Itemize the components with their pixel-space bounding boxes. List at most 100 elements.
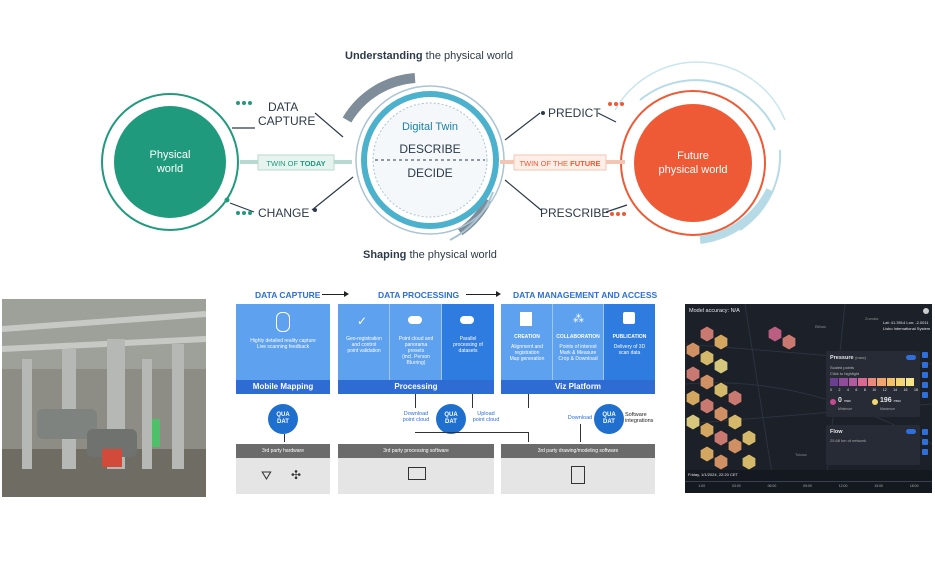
time-ticks: 1:00 03:00 06:00 09:00 12:00 15:00 18:00 bbox=[698, 484, 919, 488]
timestamp: Friday, 1/1/2024, 22:20 CET bbox=[688, 472, 738, 477]
pressure-scale[interactable] bbox=[830, 378, 914, 386]
min-value: 0 mwc bbox=[838, 397, 852, 404]
svg-text:world: world bbox=[156, 163, 183, 175]
pressure-hexagon[interactable] bbox=[727, 437, 743, 455]
processing-bar: Processing bbox=[338, 380, 494, 394]
viz-col-3-text: Delivery of 3D scan data bbox=[613, 344, 646, 356]
pressure-hexagon[interactable] bbox=[699, 349, 715, 367]
viz-col-2-text: Points of interest Mark & Measure Crop &… bbox=[558, 344, 598, 362]
digital-twin-core: Digital Twin DESCRIBE DECIDE bbox=[342, 73, 505, 241]
svg-text:Physical: Physical bbox=[150, 149, 191, 161]
pressure-hexagon[interactable] bbox=[699, 397, 715, 415]
describe-label: DESCRIBE bbox=[399, 142, 460, 156]
viz-col-1-title: CREATION bbox=[514, 334, 540, 340]
download-point-cloud-note: Download point cloud bbox=[402, 411, 430, 423]
proc-col-2: Point cloud and panorama presets (incl. … bbox=[398, 336, 434, 366]
pressure-hexagon[interactable] bbox=[713, 333, 729, 351]
pressure-hexagon[interactable] bbox=[699, 445, 715, 463]
center-title: Digital Twin bbox=[402, 121, 458, 133]
cloud-process-icon bbox=[460, 316, 474, 324]
pressure-hexagon[interactable] bbox=[713, 357, 729, 375]
physical-world-circle: Physical world bbox=[101, 93, 239, 231]
pressure-hexagon[interactable] bbox=[699, 373, 715, 391]
twin-of-today-label: TWIN OF TODAY bbox=[240, 154, 352, 171]
third-party-processing-bar: 3rd party processing software bbox=[338, 444, 494, 458]
pressure-hexagon[interactable] bbox=[713, 429, 729, 447]
pressure-hexagon[interactable] bbox=[685, 341, 701, 359]
pressure-hexagon[interactable] bbox=[685, 365, 701, 383]
map-tool-button[interactable] bbox=[922, 372, 928, 378]
map-tool-button[interactable] bbox=[922, 362, 928, 368]
pressure-hexagon[interactable] bbox=[685, 413, 701, 431]
map-tool-button[interactable] bbox=[922, 382, 928, 388]
prescribe-label: PRESCRIBE bbox=[540, 206, 609, 220]
download-note: Download bbox=[567, 415, 593, 421]
pressure-hexagon[interactable] bbox=[767, 325, 783, 343]
data-capture-label: DATA bbox=[268, 100, 298, 114]
publish-icon bbox=[623, 312, 635, 324]
coords-sub: Lisbo International System bbox=[883, 326, 931, 331]
monitor-icon bbox=[408, 467, 426, 480]
svg-text:TWIN OF THE FUTURE: TWIN OF THE FUTURE bbox=[519, 159, 600, 168]
twin-of-the-future-label: TWIN OF THE FUTURE bbox=[500, 154, 625, 171]
viz-col-3-title: PUBLICATION bbox=[612, 334, 647, 340]
pressure-hexagons bbox=[685, 325, 797, 471]
mobile-mapping-bar: Mobile Mapping bbox=[236, 380, 330, 394]
timeline-bar[interactable]: Friday, 1/1/2024, 22:20 CET 1:00 03:00 0… bbox=[685, 470, 932, 493]
viz-platform-bar: Viz Platform bbox=[501, 380, 655, 394]
map-tool-button[interactable] bbox=[922, 352, 928, 358]
upload-point-cloud-note: Upload point cloud bbox=[472, 411, 500, 423]
user-avatar[interactable] bbox=[923, 308, 929, 314]
step-data-management: DATA MANAGEMENT AND ACCESS bbox=[513, 290, 658, 300]
pressure-hexagon[interactable] bbox=[727, 389, 743, 407]
pressure-hexagon[interactable] bbox=[713, 381, 729, 399]
pressure-hexagon[interactable] bbox=[713, 405, 729, 423]
third-party-hardware-bar: 3rd party hardware bbox=[236, 444, 330, 458]
data-capture-label-2: CAPTURE bbox=[258, 114, 315, 128]
future-world-circle: Future physical world bbox=[614, 61, 786, 244]
processing-box: ✓ Geo-registration and control point val… bbox=[338, 304, 494, 380]
bottom-caption: Shaping the physical world bbox=[363, 249, 497, 261]
drawing-software-box bbox=[501, 458, 655, 494]
flow-sub: 25.68 km of network bbox=[830, 438, 867, 443]
pressure-hexagon[interactable] bbox=[741, 429, 757, 447]
pressure-panel: Pressure (mwc) Scaled points Click to hi… bbox=[826, 351, 920, 417]
teal-dots-bottom bbox=[236, 211, 252, 215]
pressure-hexagon[interactable] bbox=[713, 453, 729, 471]
orange-dots-bottom bbox=[610, 212, 626, 216]
digital-twin-diagram: Understanding the physical world Shaping… bbox=[101, 50, 786, 261]
tripod-icon: ⛛ bbox=[261, 468, 272, 483]
teal-dots-top bbox=[236, 101, 252, 105]
min-dot bbox=[830, 399, 836, 405]
map-zoom-button[interactable] bbox=[922, 429, 928, 435]
map-zoom-button[interactable] bbox=[922, 439, 928, 445]
pressure-hexagon[interactable] bbox=[699, 421, 715, 439]
map-zoom-button[interactable] bbox=[922, 449, 928, 455]
arrow-head bbox=[344, 291, 349, 297]
pressure-hexagon[interactable] bbox=[685, 389, 701, 407]
pressure-hexagon[interactable] bbox=[741, 453, 757, 471]
step-data-capture: DATA CAPTURE bbox=[255, 290, 321, 300]
capture-text: Highly detailed reality capture Live sca… bbox=[250, 338, 316, 350]
pressure-hexagon[interactable] bbox=[781, 333, 797, 351]
map-tool-button[interactable] bbox=[922, 392, 928, 398]
pressure-hexagon[interactable] bbox=[699, 325, 715, 343]
step-data-processing: DATA PROCESSING bbox=[378, 290, 460, 300]
arrow-line bbox=[322, 294, 344, 295]
max-dot bbox=[872, 399, 878, 405]
flow-toggle[interactable] bbox=[906, 429, 916, 434]
hardware-box: ⛛ ✣ bbox=[236, 458, 330, 494]
scale-ticks: 0 2 4 6 8 10 12 14 16 18 bbox=[830, 388, 918, 392]
max-value: 196 mwc bbox=[880, 397, 901, 404]
pressure-title: Pressure (mwc) bbox=[830, 355, 866, 361]
pressure-toggle[interactable] bbox=[906, 355, 916, 360]
pressure-hexagon[interactable] bbox=[727, 413, 743, 431]
place-label: Tolosa bbox=[795, 452, 807, 457]
network-map-dashboard[interactable]: Model accuracy: N/A Lat: 41.3914 Lon: -2… bbox=[685, 304, 932, 493]
svg-text:physical world: physical world bbox=[658, 164, 727, 176]
drone-icon: ✣ bbox=[291, 468, 302, 482]
svg-text:TWIN OF TODAY: TWIN OF TODAY bbox=[266, 159, 325, 168]
software-integrations-note: Software integrations bbox=[625, 412, 654, 424]
